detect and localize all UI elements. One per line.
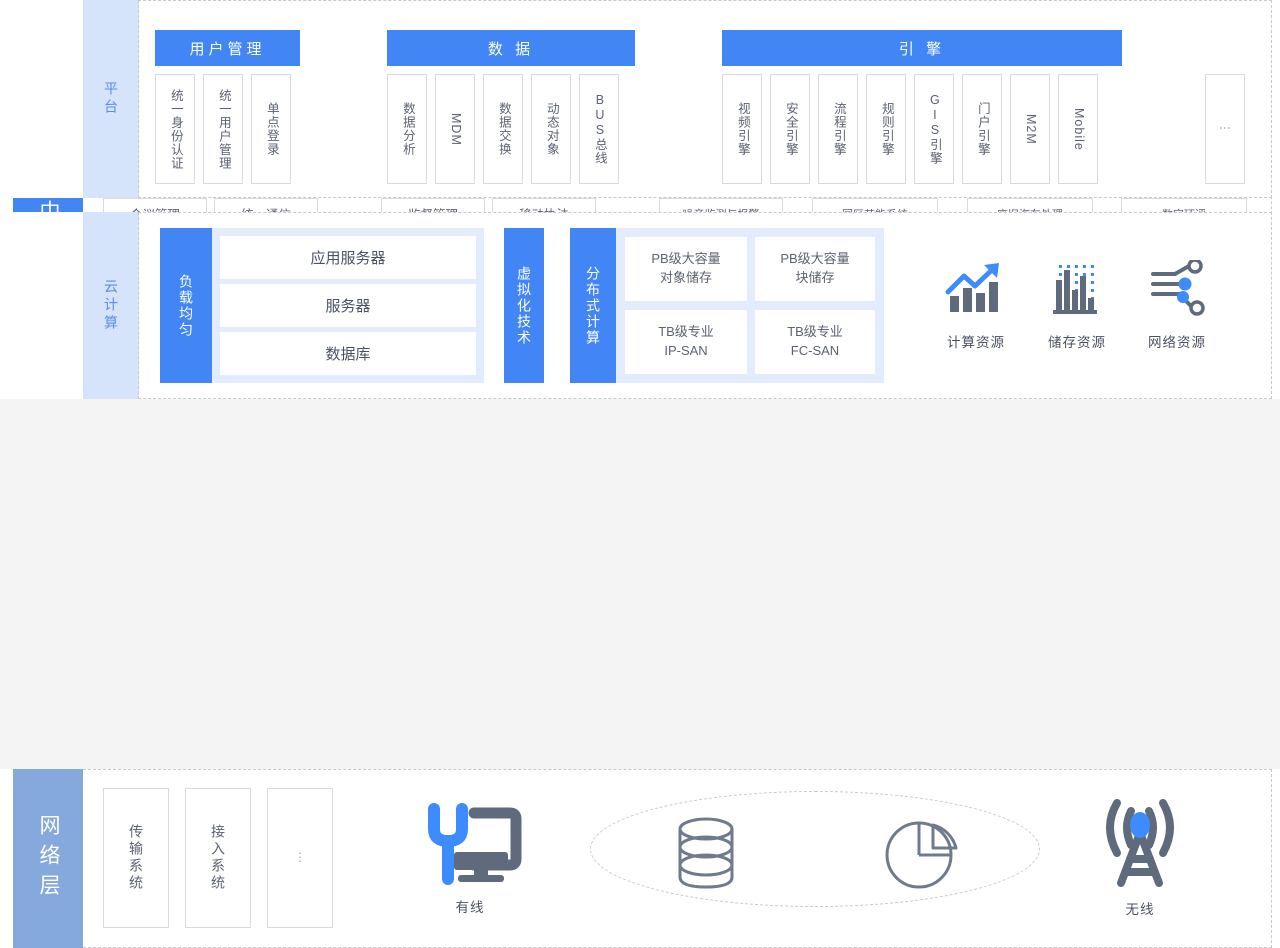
layer-tab-network: 网络层 [13, 769, 83, 948]
platform-cell[interactable]: 统一身份认证 [155, 74, 195, 184]
cloud-server-stack-panel: 应用服务器 服务器 数据库 [212, 228, 484, 383]
platform-cell[interactable]: M2M [1010, 74, 1050, 184]
storage-box-line2: 块储存 [795, 270, 835, 285]
layer-tab-network-label: 网络层 [37, 813, 60, 904]
storage-box-block[interactable]: PB级大容量 块储存 [755, 237, 875, 301]
network-band-right-divider [1271, 769, 1272, 948]
storage-box-ipsan[interactable]: TB级专业 IP-SAN [625, 310, 747, 374]
platform-cell[interactable]: 统一用户管理 [203, 74, 243, 184]
platform-cell[interactable]: 数据分析 [387, 74, 427, 184]
platform-center-layer-band: 平台与中心层 平台 用户管理 统一身份认证 统一用户管理 单点登录 [0, 0, 1280, 399]
sub-tab-platform-divider [83, 0, 139, 198]
network-cloud-ellipse [590, 791, 1040, 907]
cloud-row-right-divider [1271, 212, 1272, 399]
sub-tab-cloud-divider [83, 212, 139, 399]
platform-group-head: 数 据 [387, 30, 635, 66]
cloud-row-bottom-divider [83, 398, 1272, 399]
network-band-top-divider [83, 769, 1272, 770]
platform-cell[interactable]: MDM [435, 74, 475, 184]
wireless-network-icon-group: 无线 [1085, 795, 1195, 918]
platform-trailing-ellipsis-box[interactable]: ⋮ [1205, 74, 1245, 184]
storage-box-line2: IP-SAN [664, 343, 708, 358]
storage-box-line1: PB级大容量 [780, 251, 850, 267]
wired-network-icon-group: 有线 [410, 797, 530, 916]
wireless-icon [1085, 799, 1195, 895]
platform-group-data: 数 据 数据分析 MDM 数据交换 动态对象 BUS总线 [387, 30, 635, 184]
cloud-distributed-box[interactable]: 分布式计算 [570, 228, 616, 383]
platform-cell[interactable]: GIS引擎 [914, 74, 954, 184]
sub-tab-platform-label: 平台 [103, 81, 119, 117]
cloud-virtualization-box[interactable]: 虚拟化技术 [504, 228, 544, 383]
cloud-stack-item[interactable]: 数据库 [220, 332, 476, 375]
resource-storage: 储存资源 [1022, 260, 1132, 351]
platform-cell[interactable]: 视频引擎 [722, 74, 762, 184]
storage-box-line2: 对象储存 [659, 270, 712, 285]
sub-tab-cloud-computing-label: 云计算 [103, 278, 119, 333]
database-icon [670, 815, 742, 896]
compute-resource-label: 计算资源 [947, 335, 1005, 350]
cloud-row-top-divider [83, 212, 1272, 213]
platform-trailing-ellipsis: ⋮ [1218, 122, 1232, 136]
resource-network: 网络资源 [1122, 258, 1232, 351]
platform-row-top-divider [83, 0, 1272, 1]
platform-group-cells: 视频引擎 安全引擎 流程引擎 规则引擎 GIS引擎 门户引擎 M2M Mobil… [722, 74, 1122, 184]
cloud-storage-panel: PB级大容量 对象储存 PB级大容量 块储存 TB级专业 IP-SAN TB级专… [616, 228, 884, 383]
pie-chart-icon [885, 815, 961, 896]
storage-box-line1: TB级专业 [658, 324, 714, 340]
cloud-load-balance-label: 负载均匀 [178, 273, 194, 338]
network-box-ellipsis[interactable]: ⋮ [267, 788, 333, 928]
platform-cell[interactable]: 门户引擎 [962, 74, 1002, 184]
network-box-access[interactable]: 接入系统 [185, 788, 251, 928]
wired-icon [418, 803, 522, 893]
storage-box-line2: FC-SAN [790, 343, 840, 358]
cloud-computing-row: 云计算 负载均匀 应用服务器 服务器 数据库 虚拟化技术 分布式计算 [0, 212, 1280, 399]
platform-cell[interactable]: 动态对象 [531, 74, 571, 184]
storage-box-object[interactable]: PB级大容量 对象储存 [625, 237, 747, 301]
platform-cell[interactable]: 安全引擎 [770, 74, 810, 184]
platform-cell[interactable]: 数据交换 [483, 74, 523, 184]
storage-box-line1: PB级大容量 [651, 251, 721, 267]
network-box-transmission[interactable]: 传输系统 [103, 788, 169, 928]
storage-box-fcsan[interactable]: TB级专业 FC-SAN [755, 310, 875, 374]
platform-group-engine: 引 擎 视频引擎 安全引擎 流程引擎 规则引擎 GIS引擎 门户引擎 M2M M… [722, 30, 1122, 184]
platform-group-cells: 统一身份认证 统一用户管理 单点登录 [155, 74, 300, 184]
network-resource-label: 网络资源 [1148, 335, 1206, 350]
cloud-virtualization-label: 虚拟化技术 [516, 265, 532, 346]
platform-row-right-divider [1271, 0, 1272, 198]
storage-resource-icon [1045, 265, 1109, 322]
wired-label: 有线 [455, 900, 485, 915]
platform-cell[interactable]: 单点登录 [251, 74, 291, 184]
platform-group-cells: 数据分析 MDM 数据交换 动态对象 BUS总线 [387, 74, 635, 184]
cloud-distributed-label: 分布式计算 [585, 265, 601, 346]
platform-row: 平台 用户管理 统一身份认证 统一用户管理 单点登录 数 据 数据分析 MDM … [0, 0, 1280, 198]
wireless-label: 无线 [1125, 902, 1155, 917]
sub-tab-cloud-computing: 云计算 [83, 212, 139, 399]
platform-group-head: 引 擎 [722, 30, 1122, 66]
network-layer-band: 网络层 传输系统 接入系统 ⋮ 有线 [0, 769, 1280, 948]
storage-resource-label: 储存资源 [1048, 335, 1106, 350]
cloud-stack-item[interactable]: 应用服务器 [220, 236, 476, 279]
resource-compute: 计算资源 [921, 260, 1031, 351]
platform-group-head: 用户管理 [155, 30, 300, 66]
storage-box-line1: TB级专业 [787, 324, 843, 340]
compute-resource-icon [944, 263, 1008, 322]
platform-cell[interactable]: 规则引擎 [866, 74, 906, 184]
network-resource-icon [1145, 258, 1209, 322]
cloud-load-balance-box[interactable]: 负载均匀 [160, 228, 212, 383]
platform-cell[interactable]: 流程引擎 [818, 74, 858, 184]
sub-tab-platform: 平台 [83, 0, 139, 198]
platform-group-user-management: 用户管理 统一身份认证 统一用户管理 单点登录 [155, 30, 300, 184]
cloud-stack-item[interactable]: 服务器 [220, 284, 476, 327]
platform-cell[interactable]: BUS总线 [579, 74, 619, 184]
platform-row-bottom-divider [83, 197, 1272, 198]
platform-cell[interactable]: Mobile [1058, 74, 1098, 184]
